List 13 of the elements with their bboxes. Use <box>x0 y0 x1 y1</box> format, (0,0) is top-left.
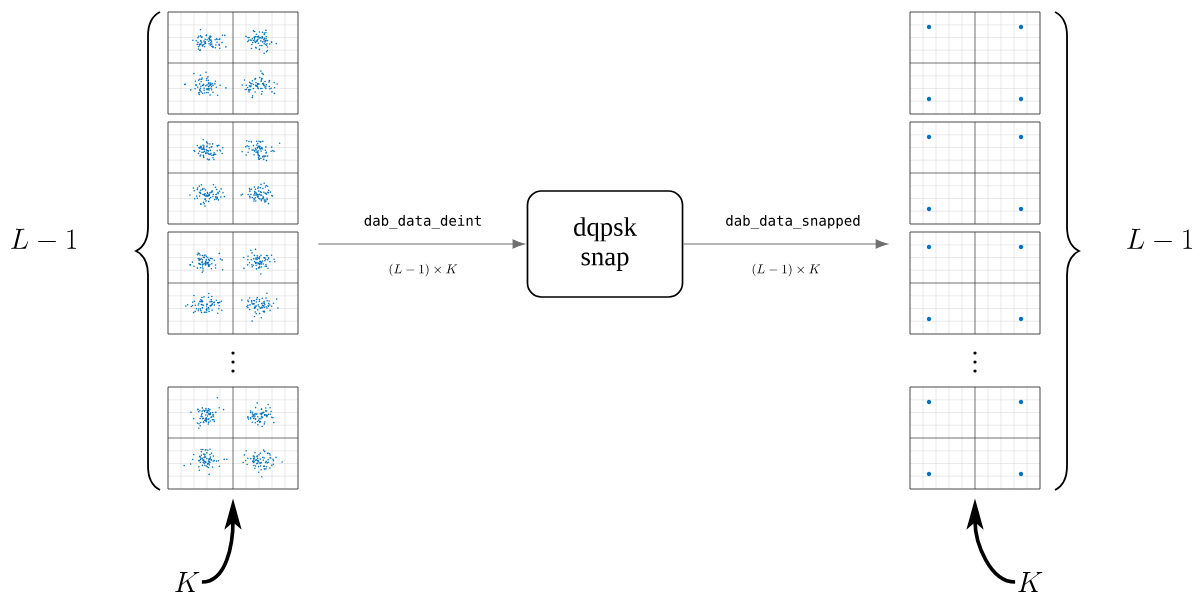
dimension-label: $L - 1$ <box>11 228 77 249</box>
process-box: dqpsk snap <box>526 190 684 298</box>
constellation-plots-drawing <box>167 11 299 490</box>
variable-label: $K$ <box>175 572 200 592</box>
variable-label: $K$ <box>1018 572 1043 592</box>
constellation-plots-drawing <box>909 11 1041 490</box>
edge-label: dab_data_deint <box>362 213 484 231</box>
size-label: $(L - 1) \times K$ <box>752 263 821 277</box>
dimension-label: $L - 1$ <box>1127 228 1193 249</box>
size-label: $(L - 1) \times K$ <box>389 263 458 277</box>
edge-label: dab_data_snapped <box>723 213 863 231</box>
arrow <box>682 239 888 249</box>
arrow <box>317 239 525 249</box>
